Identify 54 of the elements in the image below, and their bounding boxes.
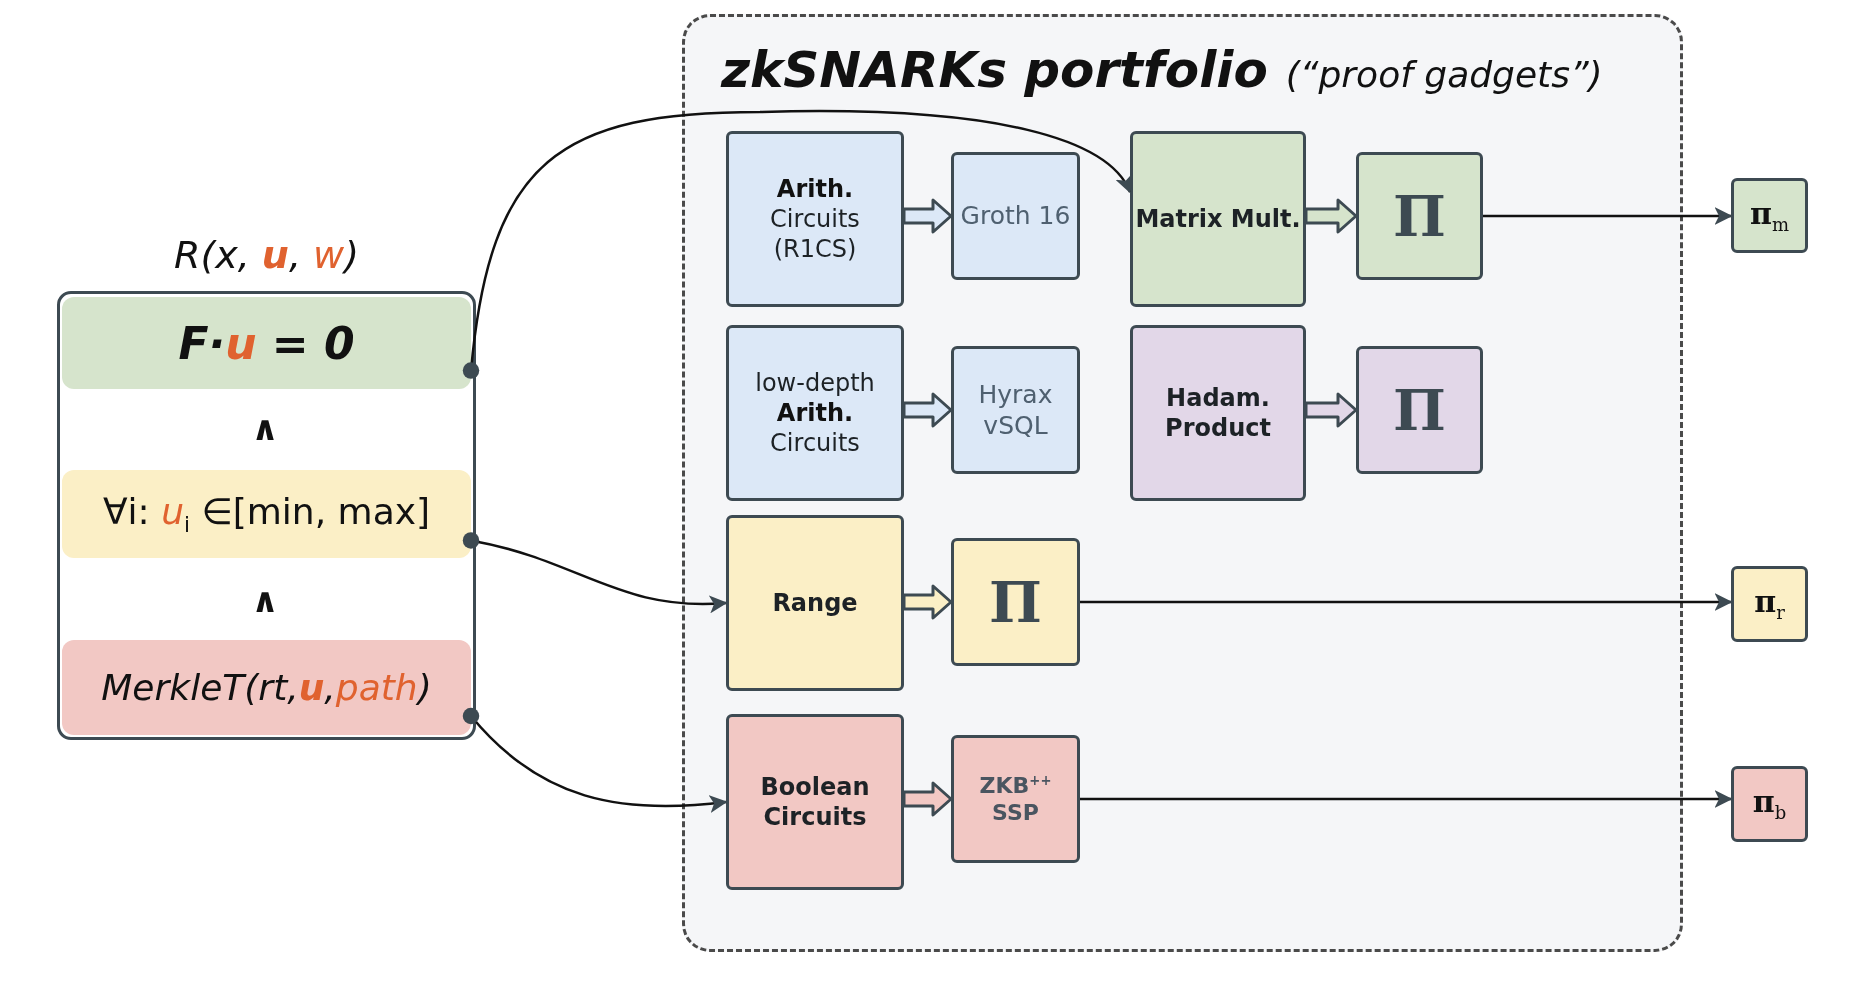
arrow bbox=[1080, 790, 1733, 808]
proof-output-box bbox=[1731, 178, 1808, 253]
proof-system-box bbox=[951, 735, 1080, 863]
scheme-label: Hyrax vSQL bbox=[977, 378, 1054, 442]
proof-box bbox=[951, 538, 1080, 666]
gadget-box bbox=[726, 515, 904, 691]
panel-title: zkSNARKs portfolio bbox=[721, 40, 1268, 101]
block-arrow bbox=[902, 392, 953, 428]
proof-system-box bbox=[951, 152, 1080, 280]
gadget-box bbox=[726, 714, 904, 890]
scheme-label: Groth 16 bbox=[960, 200, 1071, 232]
gadget-label: Arith. Circuits (R1CS) bbox=[769, 174, 861, 264]
gadget-box bbox=[726, 131, 904, 307]
block-arrow bbox=[1304, 198, 1358, 234]
gadget-box bbox=[1130, 131, 1306, 307]
block-arrow bbox=[902, 198, 953, 234]
block-arrow bbox=[902, 781, 953, 817]
portfolio-panel bbox=[682, 14, 1683, 952]
proof-output-box bbox=[1731, 566, 1808, 642]
proof-box bbox=[1356, 152, 1483, 280]
gadget-label: Range bbox=[772, 588, 858, 618]
constraint-band bbox=[62, 640, 471, 735]
gadget-label: Boolean Circuits bbox=[759, 772, 871, 832]
logical-and-symbol: ∧ bbox=[251, 580, 279, 620]
arrow bbox=[1483, 207, 1733, 225]
block-arrow bbox=[902, 584, 953, 620]
block-arrow bbox=[1304, 392, 1358, 428]
formula-text: MerkleT(rt,u,path) bbox=[101, 666, 432, 710]
pi-symbol: Π bbox=[1393, 182, 1446, 251]
formula-text: ∀i: u$_{i}$ ∈[min, max] bbox=[102, 489, 431, 540]
curved-arrow bbox=[462, 109, 1132, 379]
gadget-box bbox=[726, 325, 904, 501]
scheme-label: ZKB$^{++}$ SSP bbox=[978, 771, 1053, 827]
proof-box bbox=[1356, 346, 1483, 474]
constraint-band bbox=[62, 470, 471, 558]
constraint-band bbox=[62, 297, 471, 389]
gadget-label: low-depth Arith. Circuits bbox=[754, 368, 876, 458]
pi-symbol: Π bbox=[989, 568, 1042, 637]
gadget-box bbox=[1130, 325, 1306, 501]
relation-heading: R(x, u, w) bbox=[173, 232, 360, 279]
proof-system-box bbox=[951, 346, 1080, 474]
curved-arrow bbox=[462, 707, 728, 813]
curved-arrow bbox=[462, 532, 728, 613]
proof-label: π$_{r}$ bbox=[1754, 583, 1785, 625]
arrow bbox=[1080, 593, 1733, 611]
proof-label: π$_{b}$ bbox=[1752, 783, 1787, 825]
gadget-label: Hadam. Product bbox=[1164, 383, 1272, 443]
panel-subtitle: (“proof gadgets”) bbox=[1285, 53, 1603, 97]
gadget-label: Matrix Mult. bbox=[1135, 204, 1301, 234]
proof-output-box bbox=[1731, 766, 1808, 842]
formula-text: F·u = 0 bbox=[178, 316, 355, 371]
proof-label: π$_{m}$ bbox=[1749, 194, 1789, 237]
logical-and-symbol: ∧ bbox=[251, 408, 279, 448]
pi-symbol: Π bbox=[1393, 376, 1446, 445]
